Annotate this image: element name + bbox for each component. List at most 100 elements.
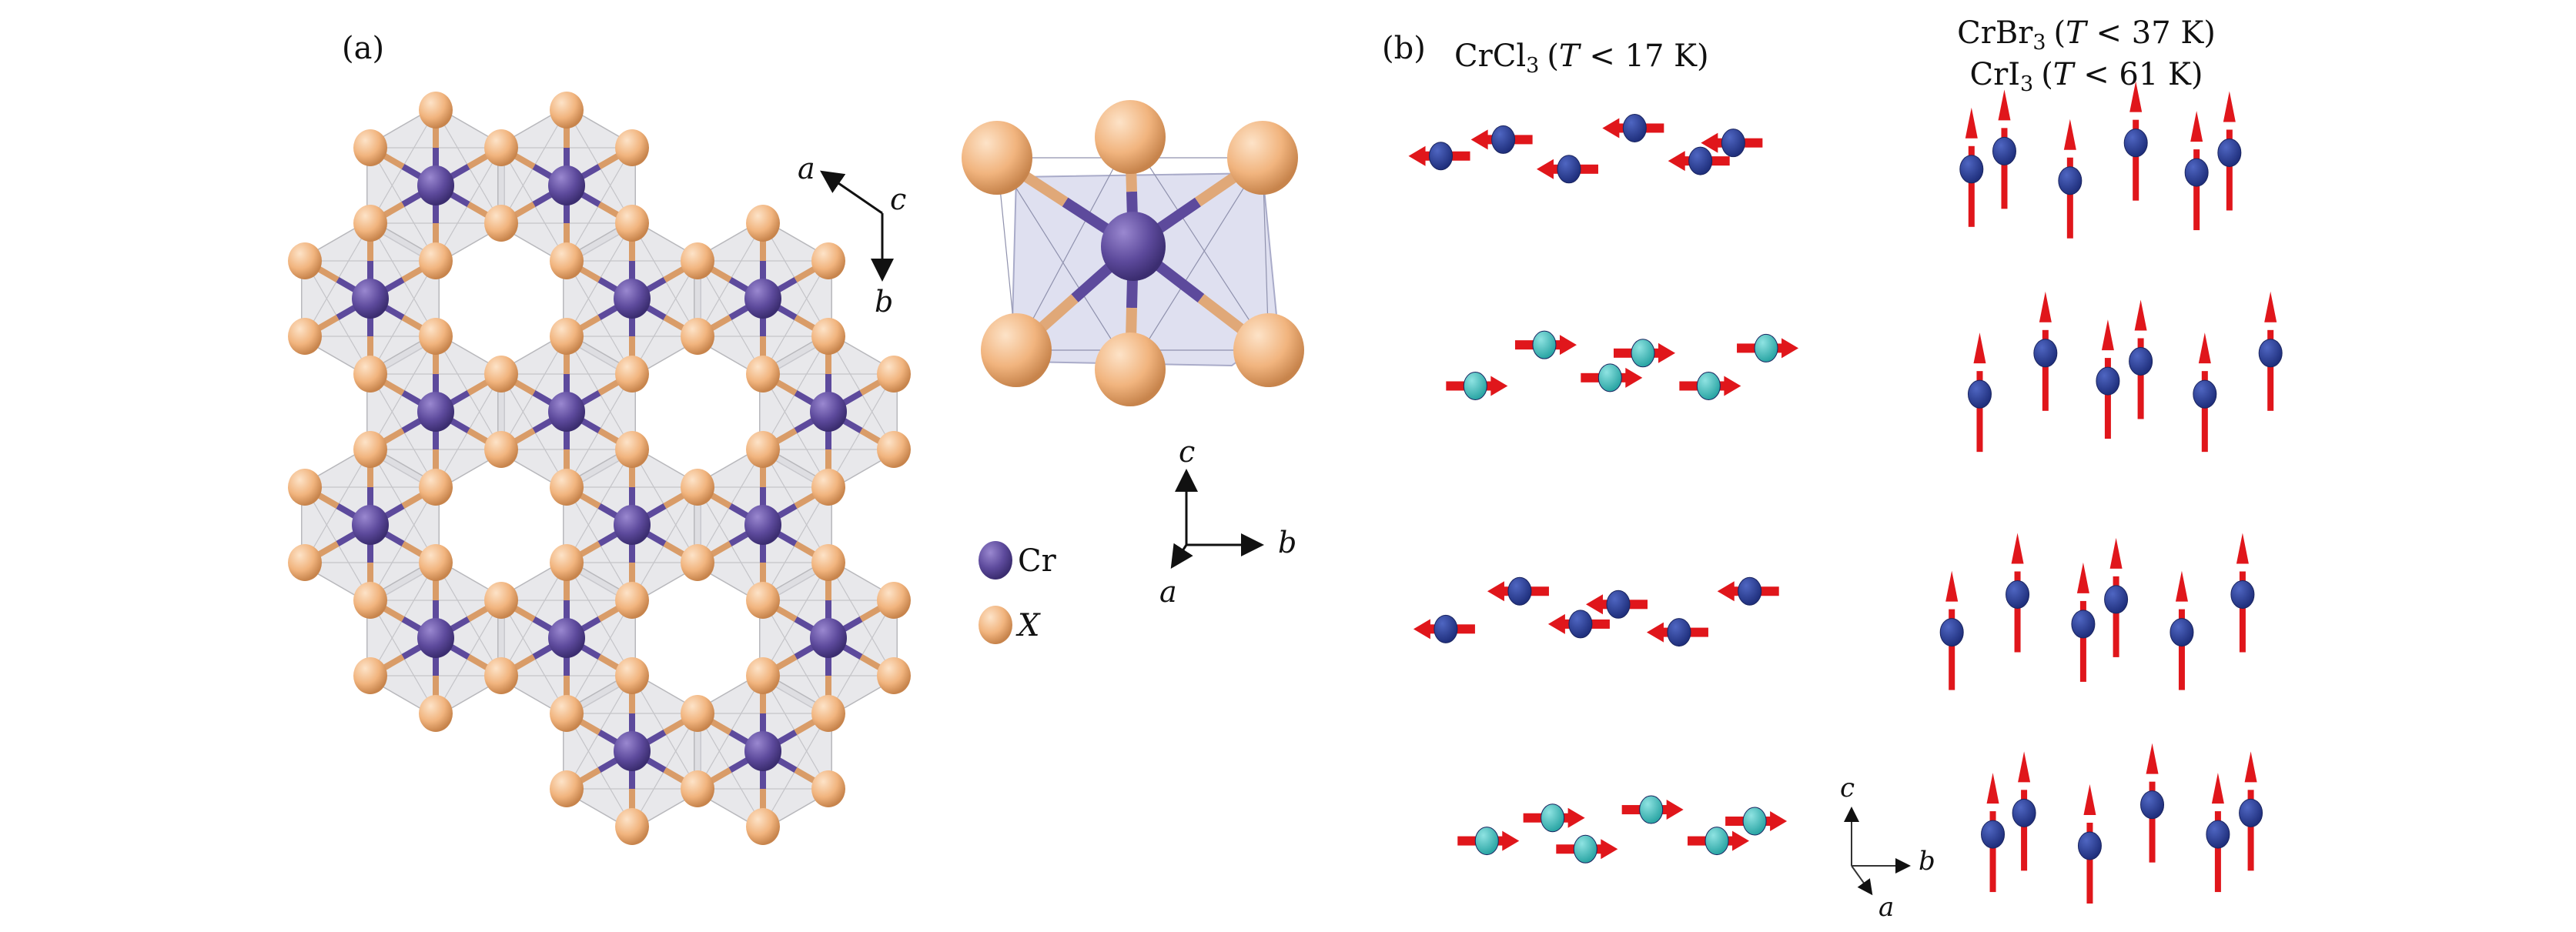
crcl3-layer <box>1446 330 1799 400</box>
spin-site <box>1679 371 1741 400</box>
x-atom <box>1227 121 1298 195</box>
spin-arrow-head <box>1601 839 1618 860</box>
cr-atom-blue <box>1429 142 1454 171</box>
x-atom <box>550 242 584 279</box>
spin-arrow-head <box>1487 581 1504 602</box>
cr-atom <box>744 731 781 771</box>
spin-arrow-head <box>1781 338 1799 359</box>
cr-atom-blue <box>2206 820 2230 849</box>
cr-atom-cyan <box>1639 795 1664 824</box>
cr-atom-blue <box>1688 146 1713 175</box>
spin-site <box>2129 299 2153 419</box>
spin-arrow-head <box>2175 570 2188 602</box>
panel-a-label: (a) <box>342 31 384 66</box>
octahedra <box>301 105 898 831</box>
cr-legend-swatch <box>979 541 1012 580</box>
cr-atom-cyan <box>1631 339 1655 368</box>
spin-arrow-head <box>1490 376 1508 396</box>
spin-site <box>1581 363 1643 393</box>
spin-site <box>1413 614 1475 643</box>
axis-a-arrow <box>820 170 883 215</box>
cr-atom-blue <box>2096 366 2120 396</box>
spin-arrow-head <box>2134 299 2147 331</box>
spin-arrow-head <box>1973 332 1986 364</box>
spin-site <box>1487 576 1549 606</box>
spin-arrow-shaft <box>1949 609 1955 690</box>
temperature-var: T <box>1559 38 1582 74</box>
cr-atom <box>548 392 585 432</box>
crbr3-header: CrBr3(T < 37 K) <box>1957 15 2216 55</box>
spin-arrow-shaft <box>2201 371 2208 453</box>
spin-site <box>1614 339 1675 368</box>
spin-site <box>2077 784 2102 904</box>
spin-site <box>1470 125 1533 154</box>
x-atom <box>681 695 714 732</box>
x-atom <box>681 469 714 506</box>
cr-atom <box>352 279 389 319</box>
spin-arrow-head <box>2211 773 2224 804</box>
x-atom <box>484 205 518 242</box>
spin-arrow-shaft <box>2137 338 2144 419</box>
x-atom <box>981 313 1052 387</box>
spin-site <box>2033 291 2058 411</box>
panel-b-label: (b) <box>1382 31 1426 66</box>
spin-arrow-head <box>1536 159 1554 179</box>
x-atom <box>877 356 911 393</box>
spin-site <box>1547 610 1610 639</box>
x-legend-swatch <box>979 606 1012 644</box>
axes-small: c b a <box>1840 773 1935 923</box>
spin-site <box>1959 107 1984 227</box>
x-atom <box>484 356 518 393</box>
spin-site <box>1514 330 1577 359</box>
cr-atom <box>614 505 651 545</box>
crbr3-cri3-layer <box>1981 743 2263 904</box>
x-atom <box>288 544 322 581</box>
cr-atom <box>417 618 454 658</box>
spin-arrow-shaft <box>2066 157 2073 239</box>
cr-atom-blue <box>2140 790 2165 820</box>
spin-arrow-head <box>2011 533 2024 564</box>
spin-site <box>1717 576 1779 606</box>
cr-atom-blue <box>2217 138 2242 167</box>
cr-atom-blue <box>2258 339 2283 368</box>
cr-atom-blue <box>1939 618 1964 647</box>
spin-site <box>1523 803 1585 833</box>
x-atom <box>746 205 780 242</box>
cr-atom <box>614 731 651 771</box>
temperature-var: T <box>2053 57 2076 92</box>
cr-atom-blue <box>2230 580 2255 610</box>
cr-atom <box>744 279 781 319</box>
x-atom <box>353 657 387 694</box>
spin-site <box>1457 827 1520 856</box>
honeycomb-lattice <box>288 92 911 845</box>
spin-arrow-shaft <box>2239 571 2246 653</box>
spin-arrow-head <box>1547 613 1565 634</box>
spin-arrow-head <box>1502 830 1520 851</box>
cr-atom-blue <box>1434 614 1458 643</box>
x-atom <box>681 318 714 355</box>
x-atom <box>615 431 649 468</box>
spin-arrow-head <box>2109 537 2123 569</box>
axis-a-label: a <box>1159 575 1177 609</box>
cr-atom <box>1101 212 1166 281</box>
cr-atom-blue <box>2170 618 2194 647</box>
spin-site <box>1602 113 1664 142</box>
x-atom <box>746 431 780 468</box>
cr-atom-blue <box>2077 831 2102 860</box>
spin-arrow-head <box>1732 830 1750 851</box>
x-atom <box>877 431 911 468</box>
axis-a-arrow <box>1851 865 1873 896</box>
spin-site <box>1939 570 1964 690</box>
spin-arrow-head <box>1602 118 1620 139</box>
spin-site <box>1688 827 1750 856</box>
x-atom <box>353 205 387 242</box>
legend-cr-label: Cr <box>1018 543 1057 579</box>
formula-subscript: 3 <box>2020 72 2033 96</box>
spin-site <box>1536 155 1598 184</box>
spin-site <box>2123 81 2148 201</box>
spin-arrow-head <box>1658 342 1675 363</box>
spin-arrow-shaft <box>2104 358 2111 439</box>
spin-arrow-shaft <box>1989 811 1996 893</box>
x-atom <box>746 808 780 845</box>
x-atom <box>615 808 649 845</box>
